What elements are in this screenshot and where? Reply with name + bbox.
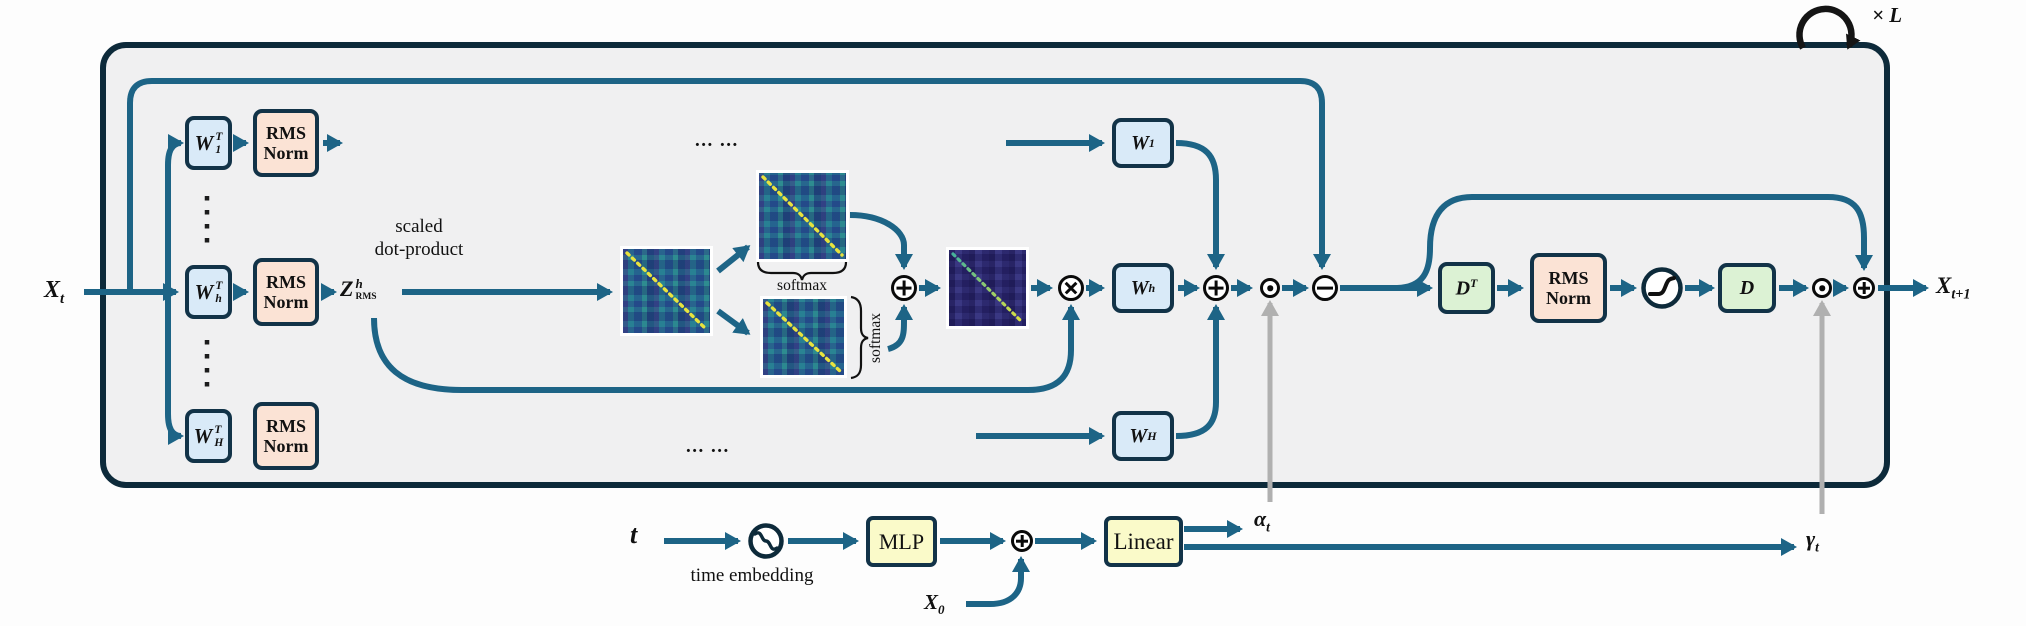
decoder-transpose-box: DT xyxy=(1438,262,1495,314)
linear-box: Linear xyxy=(1104,516,1183,567)
output-label: Xt+1 xyxy=(1936,273,1971,303)
input-label: Xt xyxy=(44,277,65,307)
ellipsis-bottom: ... ... xyxy=(686,436,730,457)
x0-label: X0 xyxy=(924,590,945,618)
hadamard-op-alpha xyxy=(1260,278,1280,298)
timestep-label: t xyxy=(630,520,638,549)
softmax-matrix-top xyxy=(756,170,849,262)
subtract-op xyxy=(1312,275,1338,301)
mlp-box: MLP xyxy=(866,516,937,567)
hadamard-op-gamma xyxy=(1812,278,1832,298)
softmax-matrix-bottom xyxy=(760,296,847,378)
time-embedding-label: time embedding xyxy=(690,565,814,586)
add-op-heads xyxy=(891,275,917,301)
softmax-label-side: softmax xyxy=(867,313,884,363)
x0-arrow xyxy=(966,556,1030,607)
combined-attention-matrix xyxy=(946,247,1029,329)
ellipsis-top: ... ... xyxy=(695,130,739,151)
gamma-label: γt xyxy=(1806,526,1819,555)
attention-score-matrix xyxy=(620,246,713,336)
activation-icon xyxy=(1641,267,1683,314)
softmax-label-top: softmax xyxy=(777,277,827,294)
add-op-conditioning xyxy=(1011,530,1033,552)
add-op-proj xyxy=(1203,275,1229,301)
alpha-label: αt xyxy=(1254,506,1270,535)
time-embedding-icon xyxy=(748,523,784,564)
loop-count-label: × L xyxy=(1872,3,1903,27)
decoder-box: D xyxy=(1718,263,1776,313)
add-op-output xyxy=(1853,277,1875,299)
